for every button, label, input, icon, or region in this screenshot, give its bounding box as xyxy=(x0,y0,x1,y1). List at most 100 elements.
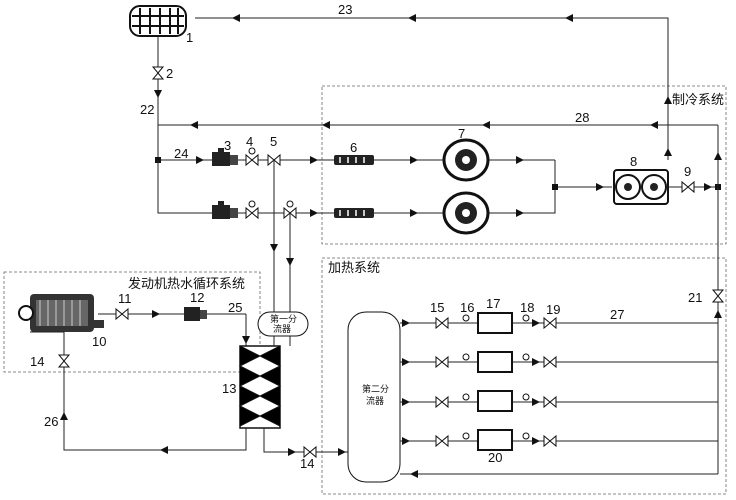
label-19: 19 xyxy=(546,302,560,317)
flow-arrow xyxy=(410,156,418,164)
pump-3-lower xyxy=(212,201,238,219)
flow-arrow xyxy=(286,258,294,266)
to-second-splitter-line xyxy=(263,428,348,453)
label-20: 20 xyxy=(488,450,502,465)
label-10: 10 xyxy=(92,334,106,349)
label-11: 11 xyxy=(118,291,132,306)
label-22: 22 xyxy=(140,102,154,117)
heat-exchanger-13 xyxy=(238,345,282,429)
compressor-7-upper xyxy=(442,138,490,182)
heating-branch-3 xyxy=(400,390,718,412)
flow-arrow xyxy=(650,121,658,129)
label-5: 5 xyxy=(270,134,277,149)
flow-arrow xyxy=(704,183,712,191)
second-splitter-label-b: 流器 xyxy=(366,395,384,406)
heating-branch-4 xyxy=(400,429,718,451)
filter-6-upper xyxy=(334,155,374,165)
flow-arrow xyxy=(190,121,198,129)
filter-6-lower xyxy=(334,208,374,218)
flow-arrow xyxy=(664,148,672,156)
label-24: 24 xyxy=(174,146,188,161)
flow-arrow xyxy=(310,209,318,217)
valve-11 xyxy=(115,307,129,321)
label-21: 21 xyxy=(688,290,702,305)
engine-loop-title: 发动机热水循环系统 xyxy=(128,276,245,291)
flow-arrow xyxy=(288,448,296,456)
flow-arrow xyxy=(714,310,722,318)
label-9: 9 xyxy=(684,164,691,179)
label-3: 3 xyxy=(224,138,231,153)
compressor-7-lower xyxy=(442,191,490,235)
refrigeration-title: 制冷系统 xyxy=(672,92,724,107)
flow-arrow xyxy=(516,209,524,217)
return-line-23 xyxy=(195,17,669,160)
flow-arrow xyxy=(154,90,162,98)
flow-arrow xyxy=(482,121,490,129)
label-18: 18 xyxy=(520,300,534,315)
label-15: 15 xyxy=(430,300,444,315)
flow-arrow xyxy=(322,121,330,129)
engine-10 xyxy=(18,294,104,332)
label-27: 27 xyxy=(610,307,624,322)
flow-arrow xyxy=(242,336,250,344)
engine-inlet-line xyxy=(30,331,65,355)
heating-branch-1 xyxy=(400,312,718,334)
second-splitter xyxy=(347,311,401,483)
valve-5-lower xyxy=(283,200,297,220)
engine-return-line xyxy=(63,360,247,451)
flow-arrow xyxy=(565,14,573,22)
label-16: 16 xyxy=(460,300,474,315)
first-splitter xyxy=(257,311,309,337)
label-26: 26 xyxy=(44,414,58,429)
flow-arrow xyxy=(338,448,346,456)
flow-arrow xyxy=(152,310,160,318)
valve-21 xyxy=(711,289,725,303)
flow-arrow xyxy=(408,14,416,22)
flow-arrow xyxy=(410,470,418,478)
label-6: 6 xyxy=(350,140,357,155)
second-splitter-label-a: 第二分 xyxy=(362,383,389,394)
condenser-8 xyxy=(613,169,669,205)
valve-14-heating xyxy=(303,445,317,459)
flow-arrow xyxy=(60,412,68,420)
label-25: 25 xyxy=(228,300,242,315)
heating-box xyxy=(321,257,727,495)
flow-arrow xyxy=(516,156,524,164)
heating-branch-2 xyxy=(400,351,718,373)
heating-title: 加热系统 xyxy=(328,260,380,275)
label-1: 1 xyxy=(186,30,193,45)
flow-arrow xyxy=(160,446,168,454)
storage-tank-1 xyxy=(129,5,187,37)
valve-4-upper xyxy=(245,147,259,167)
label-2: 2 xyxy=(166,66,173,81)
lower-branch xyxy=(157,160,216,214)
valve-9 xyxy=(681,180,695,194)
label-28: 28 xyxy=(575,110,589,125)
flow-arrow xyxy=(196,156,204,164)
label-17: 17 xyxy=(486,296,500,311)
label-4: 4 xyxy=(246,134,253,149)
valve-14-engine xyxy=(57,354,71,368)
flow-arrow xyxy=(410,209,418,217)
pump-3-upper xyxy=(212,148,238,166)
label-14-engine: 14 xyxy=(30,354,44,369)
label-23: 23 xyxy=(338,2,352,17)
refrigeration-box xyxy=(321,85,727,245)
first-splitter-label: 第一分流器 xyxy=(270,313,297,334)
label-14-heating: 14 xyxy=(300,456,314,471)
splitter-to-exchanger xyxy=(273,336,291,346)
flow-arrow xyxy=(310,156,318,164)
pump-12 xyxy=(184,307,207,321)
merge-node xyxy=(552,184,558,190)
label-8: 8 xyxy=(630,154,637,169)
label-7: 7 xyxy=(458,126,465,141)
flow-arrow xyxy=(664,96,672,104)
flow-arrow xyxy=(270,244,278,252)
valve-2 xyxy=(151,66,165,80)
flow-arrow xyxy=(232,14,240,22)
valve-4-lower xyxy=(245,200,259,220)
valve-5-upper xyxy=(267,153,281,167)
flow-arrow xyxy=(714,152,722,160)
label-13: 13 xyxy=(222,381,236,396)
